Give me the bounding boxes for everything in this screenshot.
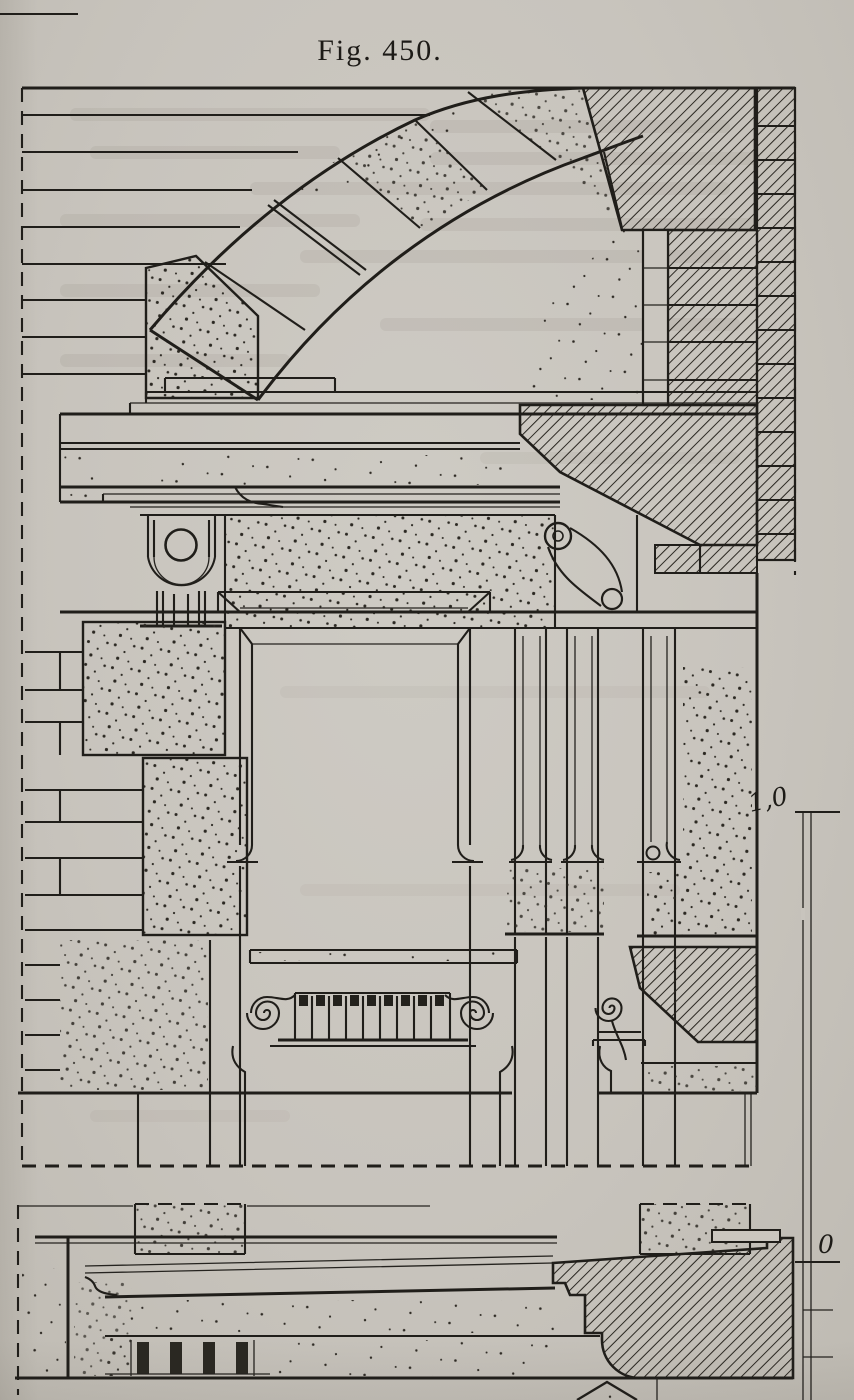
console-bracket-profile [543,515,639,612]
arch-voussoirs [144,86,644,402]
scale-bar: 1,0 0 [745,781,840,1400]
window-opening [81,590,492,1166]
pilaster-strips [505,573,759,1166]
lintel-block [60,513,757,630]
right-masonry-hatched [518,86,797,575]
cornice-band [58,376,757,509]
scale-upper-label: 1,0 [745,781,790,818]
console-bracket-front [140,513,225,628]
lower-sill-section [15,1202,795,1400]
figure-caption: Fig. 450. [317,34,443,67]
capital-frieze [18,940,759,1168]
scale-zero-label: 0 [818,1230,834,1259]
